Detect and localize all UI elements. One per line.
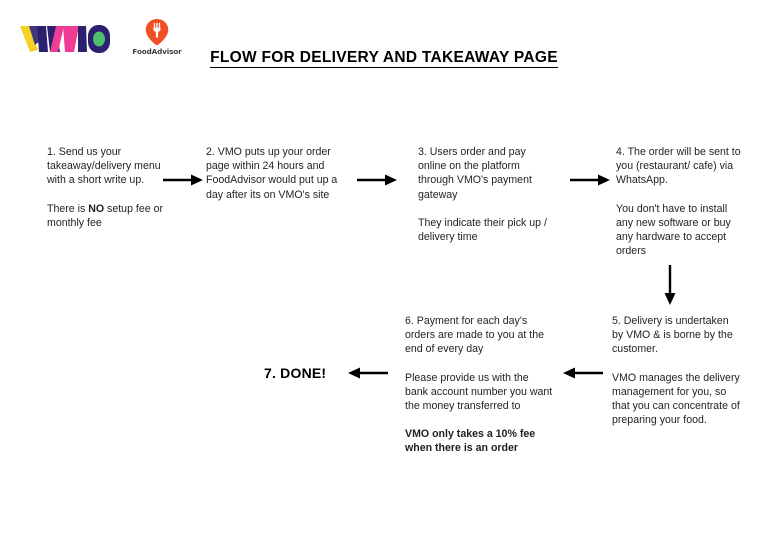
- step-3-paragraph-2: They indicate their pick up / delivery t…: [418, 216, 547, 244]
- foodadvisor-logo: FoodAdvisor: [126, 18, 188, 64]
- step-2-block: 2. VMO puts up your order page within 24…: [206, 145, 342, 202]
- step-1-p2-emphasis: NO: [88, 202, 105, 215]
- arrow-step1-to-step2: [163, 172, 203, 188]
- step-7-done-label: 7. DONE!: [264, 365, 327, 381]
- step-4-block: 4. The order will be sent to you (restau…: [616, 145, 742, 258]
- step-5-block: 5. Delivery is undertaken by VMO & is bo…: [612, 314, 740, 427]
- step-6-block: 6. Payment for each day's orders are mad…: [405, 314, 553, 456]
- foodadvisor-pin-icon: [145, 19, 169, 46]
- arrow-down-icon: [664, 265, 676, 305]
- arrow-step2-to-step3: [357, 172, 397, 188]
- step-6-paragraph-2: Please provide us with the bank account …: [405, 371, 553, 413]
- step-3-block: 3. Users order and pay online on the pla…: [418, 145, 548, 244]
- step-2-paragraph-1: 2. VMO puts up your order page within 24…: [206, 146, 338, 201]
- arrow-left-icon: [563, 367, 603, 379]
- arrow-step3-to-step4: [570, 172, 610, 188]
- arrow-step4-to-step5: [662, 265, 678, 305]
- arrow-right-icon: [163, 174, 203, 186]
- vmo-logo-icon: [20, 25, 110, 53]
- step-6-paragraph-1: 6. Payment for each day's orders are mad…: [405, 315, 544, 356]
- step-1-block: 1. Send us your takeaway/delivery menu w…: [47, 145, 167, 230]
- page-title-text: FLOW FOR DELIVERY AND TAKEAWAY PAGE: [210, 49, 558, 68]
- arrow-right-icon: [570, 174, 610, 186]
- step-4-paragraph-1: 4. The order will be sent to you (restau…: [616, 146, 741, 187]
- foodadvisor-wordmark: FoodAdvisor: [132, 47, 182, 56]
- step-1-p2-pre: There is: [47, 202, 89, 215]
- step-1-paragraph-1: 1. Send us your takeaway/delivery menu w…: [47, 146, 161, 187]
- step-1-p2-post: setup fee or monthly fee: [47, 202, 164, 229]
- arrow-right-icon: [357, 174, 397, 186]
- step-5-paragraph-1: 5. Delivery is undertaken by VMO & is bo…: [612, 315, 733, 356]
- step-3-paragraph-1: 3. Users order and pay online on the pla…: [418, 146, 532, 201]
- step-1-paragraph-2: There is NO setup fee or monthly fee: [47, 202, 167, 230]
- arrow-step5-to-step6: [563, 365, 603, 381]
- arrow-left-icon: [348, 367, 388, 379]
- step-6-paragraph-3: VMO only takes a 10% fee when there is a…: [405, 428, 536, 455]
- vmo-logo: [16, 18, 112, 60]
- page-title: FLOW FOR DELIVERY AND TAKEAWAY PAGE: [0, 49, 768, 68]
- arrow-step6-to-step7: [348, 365, 388, 381]
- step-5-paragraph-2: VMO manages the delivery management for …: [612, 371, 740, 427]
- step-4-paragraph-2: You don't have to install any new softwa…: [616, 202, 731, 258]
